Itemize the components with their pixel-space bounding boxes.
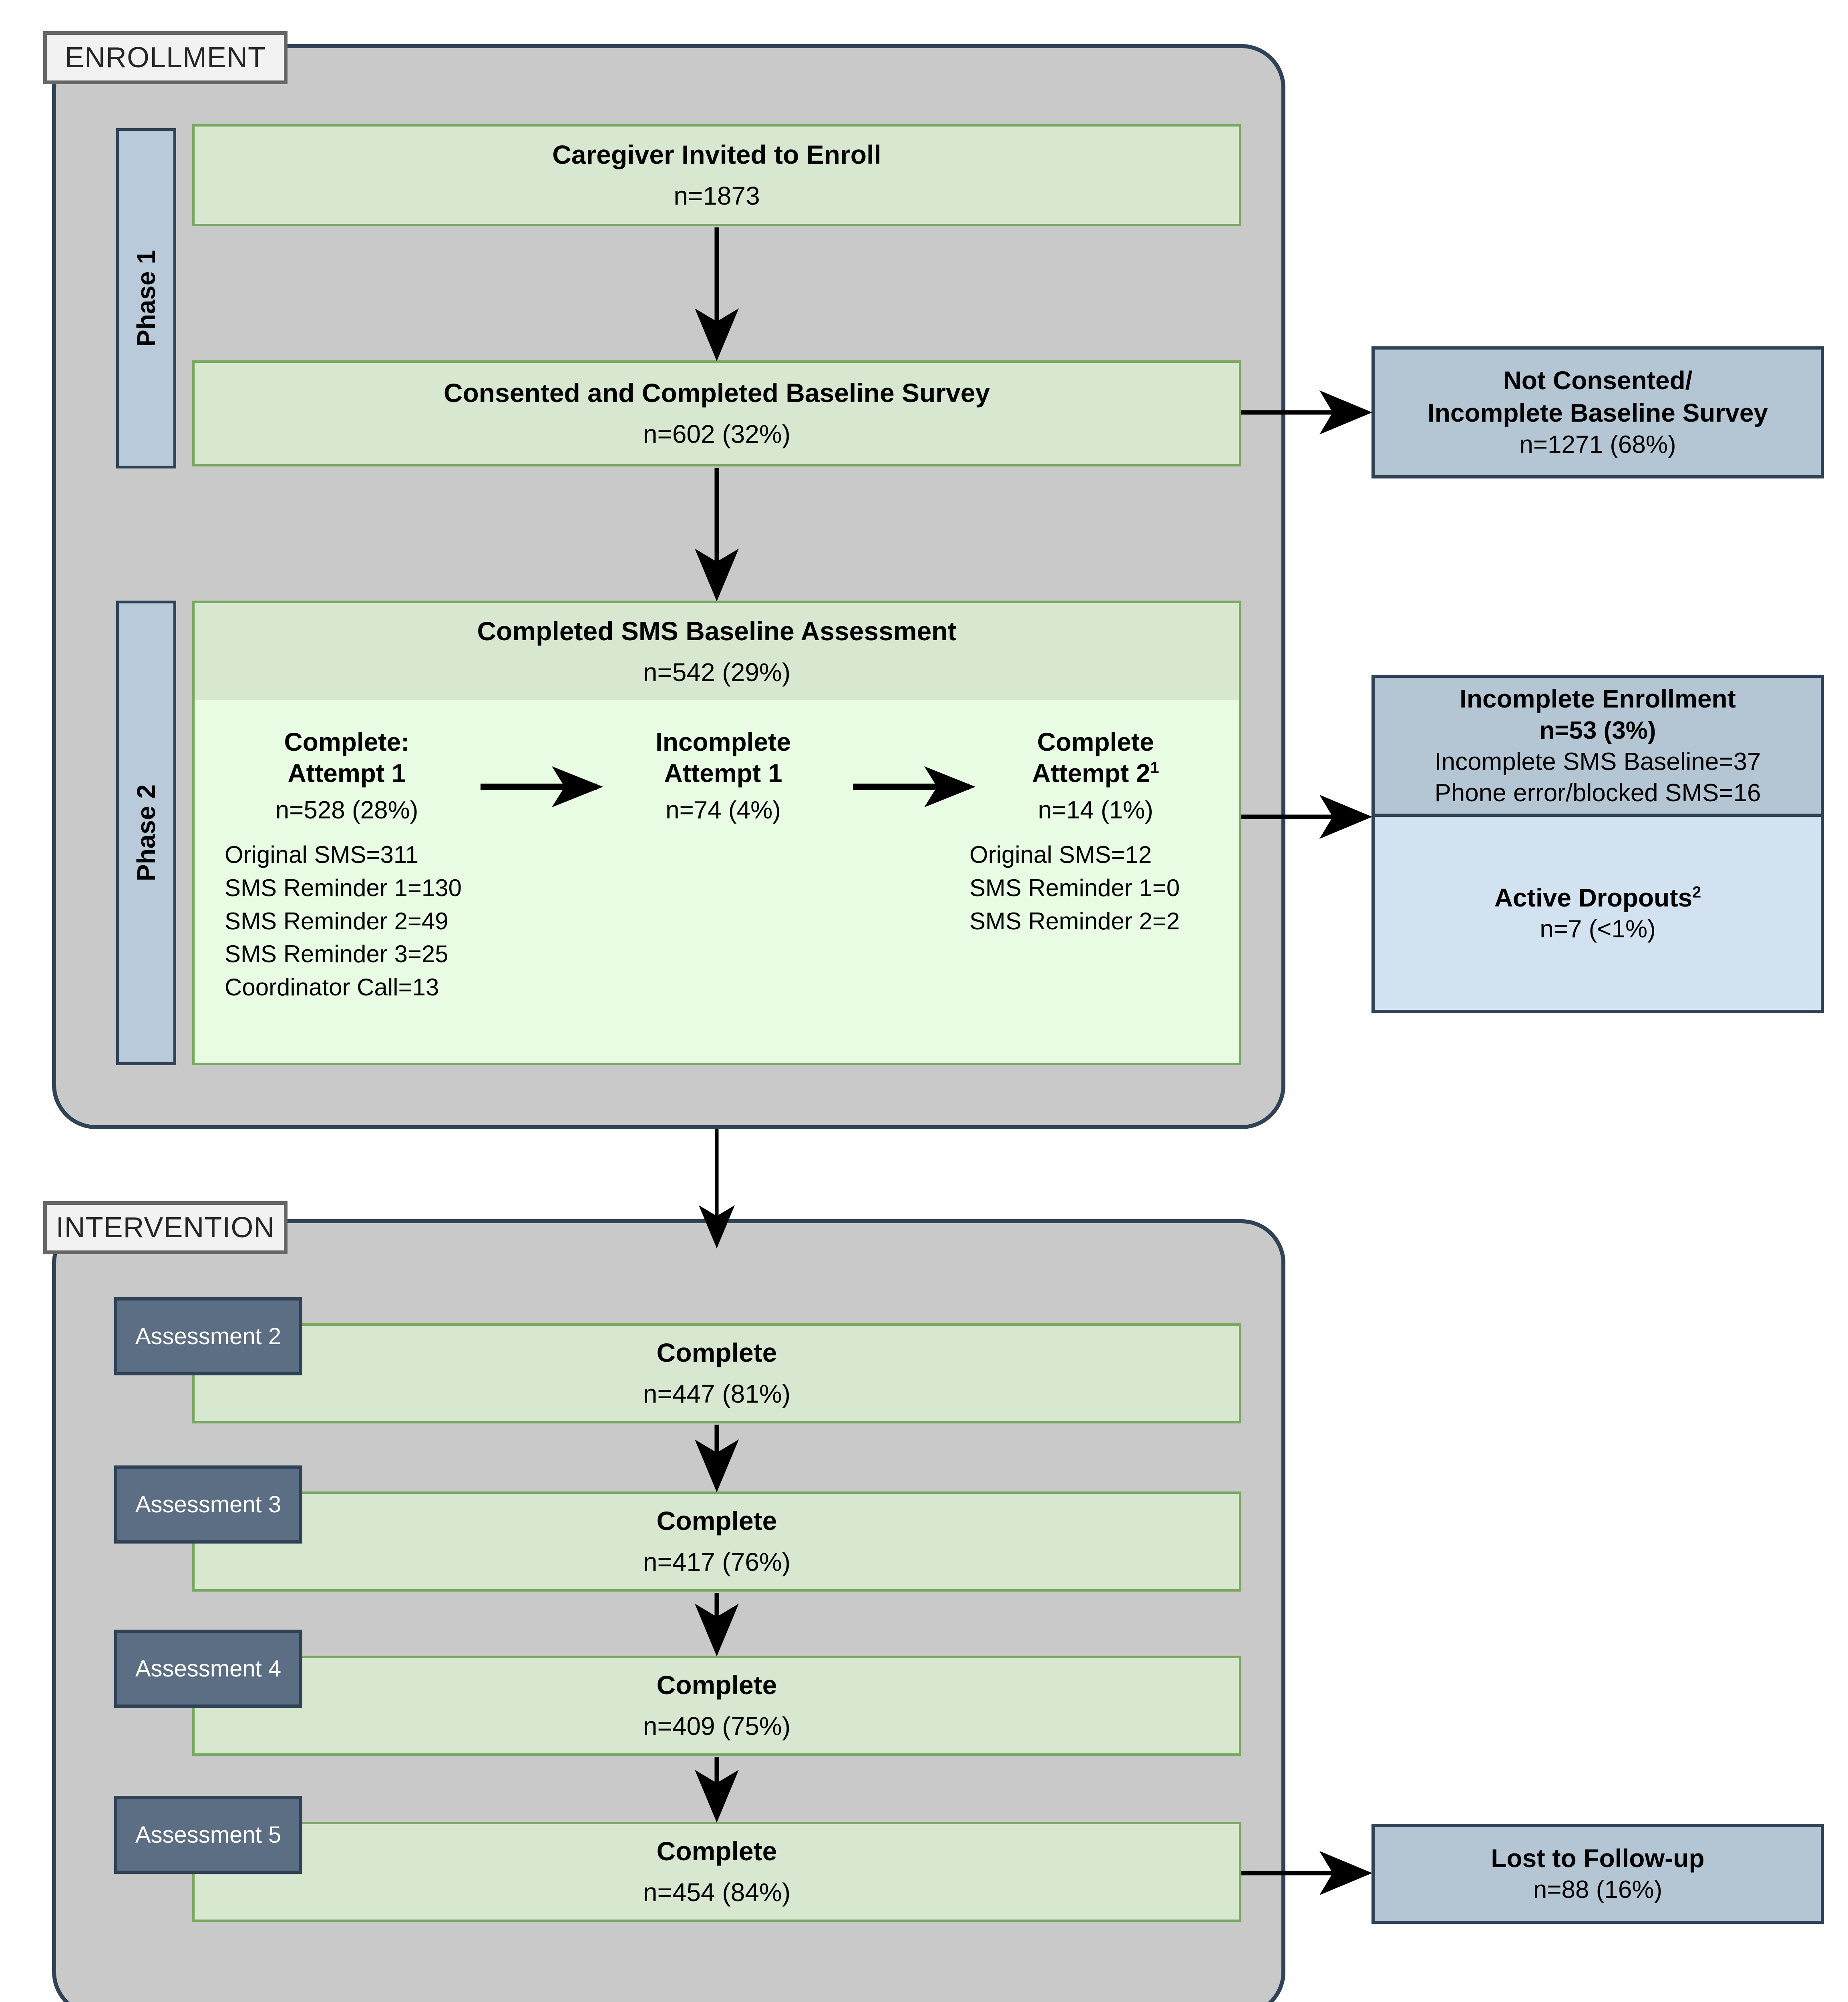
attempt-column-3: Complete Attempt 21 n=14 (1%) (967, 726, 1224, 824)
box-caregiver-invited: Caregiver Invited to Enroll n=1873 (192, 124, 1241, 226)
box-not-consented: Not Consented/ Incomplete Baseline Surve… (1371, 346, 1824, 478)
box-assessment-4-complete: Complete n=409 (75%) (192, 1656, 1241, 1756)
box-incomplete-enrollment: Incomplete Enrollment n=53 (3%) Incomple… (1371, 675, 1824, 817)
box-assessment-4-title: Complete (656, 1670, 777, 1700)
box-lost-to-followup: Lost to Follow-up n=88 (16%) (1371, 1824, 1824, 1924)
attempt-2-n: n=74 (4%) (666, 796, 781, 824)
box-active-dropouts: Active Dropouts2 n=7 (<1%) (1371, 817, 1824, 1013)
tag-assessment-4: Assessment 4 (114, 1630, 302, 1708)
attempt-3-head-line1: Complete (1037, 728, 1154, 756)
tag-assessment-5: Assessment 5 (114, 1796, 302, 1874)
phase-1-label: Phase 1 (132, 250, 161, 347)
tag-assessment-3-label: Assessment 3 (135, 1491, 282, 1518)
box-caregiver-invited-title: Caregiver Invited to Enroll (552, 139, 881, 169)
box-sms-baseline-n: n=542 (29%) (643, 657, 791, 687)
attempt-column-2: Incomplete Attempt 1 n=74 (4%) (595, 726, 851, 824)
box-sms-baseline-title: Completed SMS Baseline Assessment (477, 616, 957, 646)
attempt-1-head-line2: Attempt 1 (288, 759, 406, 788)
intervention-stage-label: INTERVENTION (56, 1212, 275, 1244)
tag-assessment-4-label: Assessment 4 (135, 1656, 282, 1682)
box-lost-to-followup-title: Lost to Follow-up (1491, 1843, 1705, 1873)
attempt-1-head-line1: Complete: (284, 728, 410, 756)
box-caregiver-invited-n: n=1873 (674, 181, 760, 210)
enrollment-stage-tab: ENROLLMENT (43, 31, 288, 84)
attempt-3-head-line2-text: Attempt 2 (1032, 759, 1150, 788)
attempt-column-1: Complete: Attempt 1 n=528 (28%) (219, 726, 475, 824)
attempt-3-footnote-marker: 1 (1150, 759, 1159, 777)
box-assessment-5-n: n=454 (84%) (643, 1878, 791, 1907)
active-dropouts-footnote-marker: 2 (1692, 883, 1701, 901)
tag-assessment-5-label: Assessment 5 (135, 1822, 282, 1848)
box-assessment-2-title: Complete (656, 1338, 777, 1368)
box-active-dropouts-n: n=7 (<1%) (1540, 915, 1656, 943)
phase-2-label: Phase 2 (132, 784, 161, 881)
box-not-consented-title-line1: Not Consented/ (1503, 366, 1693, 395)
box-assessment-5-title: Complete (656, 1836, 777, 1866)
phase-1-bar: Phase 1 (116, 128, 176, 468)
box-incomplete-enrollment-detail-1: Incomplete SMS Baseline=37 (1434, 748, 1761, 776)
box-sms-baseline: Completed SMS Baseline Assessment n=542 … (192, 601, 1241, 703)
box-assessment-3-complete: Complete n=417 (76%) (192, 1491, 1241, 1592)
box-assessment-3-n: n=417 (76%) (643, 1548, 791, 1577)
box-active-dropouts-title-text: Active Dropouts (1494, 883, 1693, 912)
box-assessment-3-title: Complete (656, 1506, 777, 1536)
box-active-dropouts-title: Active Dropouts2 (1494, 882, 1701, 914)
box-incomplete-enrollment-n: n=53 (3%) (1539, 716, 1656, 744)
box-lost-to-followup-n: n=88 (16%) (1533, 1876, 1663, 1904)
box-not-consented-n: n=1271 (68%) (1519, 430, 1676, 458)
sms-breakdown-attempt-2: Original SMS=12 SMS Reminder 1=0 SMS Rem… (969, 841, 1180, 935)
attempt-3-n: n=14 (1%) (1038, 796, 1153, 824)
attempt-3-head-line2: Attempt 21 (967, 758, 1224, 789)
box-assessment-4-n: n=409 (75%) (643, 1712, 791, 1741)
intervention-stage-tab: INTERVENTION (43, 1201, 288, 1254)
box-assessment-2-complete: Complete n=447 (81%) (192, 1323, 1241, 1423)
phase-2-bar: Phase 2 (116, 601, 176, 1065)
box-incomplete-enrollment-detail-2: Phone error/blocked SMS=16 (1434, 779, 1761, 807)
box-incomplete-enrollment-title: Incomplete Enrollment (1460, 684, 1736, 714)
sms-breakdown-attempt-1: Original SMS=311 SMS Reminder 1=130 SMS … (225, 841, 462, 1001)
box-consented-baseline-n: n=602 (32%) (643, 419, 791, 448)
tag-assessment-2-label: Assessment 2 (135, 1323, 282, 1349)
box-not-consented-title-line2: Incomplete Baseline Survey (1427, 398, 1768, 427)
tag-assessment-3: Assessment 3 (114, 1465, 302, 1544)
attempt-2-head-line1: Incomplete (656, 728, 791, 756)
attempt-2-head-line2: Attempt 1 (664, 759, 782, 788)
attempt-1-n: n=528 (28%) (275, 796, 418, 824)
box-assessment-5-complete: Complete n=454 (84%) (192, 1822, 1241, 1922)
enrollment-stage-label: ENROLLMENT (64, 42, 266, 74)
tag-assessment-2: Assessment 2 (114, 1297, 302, 1375)
box-assessment-2-n: n=447 (81%) (643, 1379, 791, 1409)
panel-attempt-breakdown: Complete: Attempt 1 n=528 (28%) Incomple… (192, 700, 1241, 1065)
box-consented-baseline: Consented and Completed Baseline Survey … (192, 360, 1241, 466)
box-consented-baseline-title: Consented and Completed Baseline Survey (443, 378, 990, 408)
